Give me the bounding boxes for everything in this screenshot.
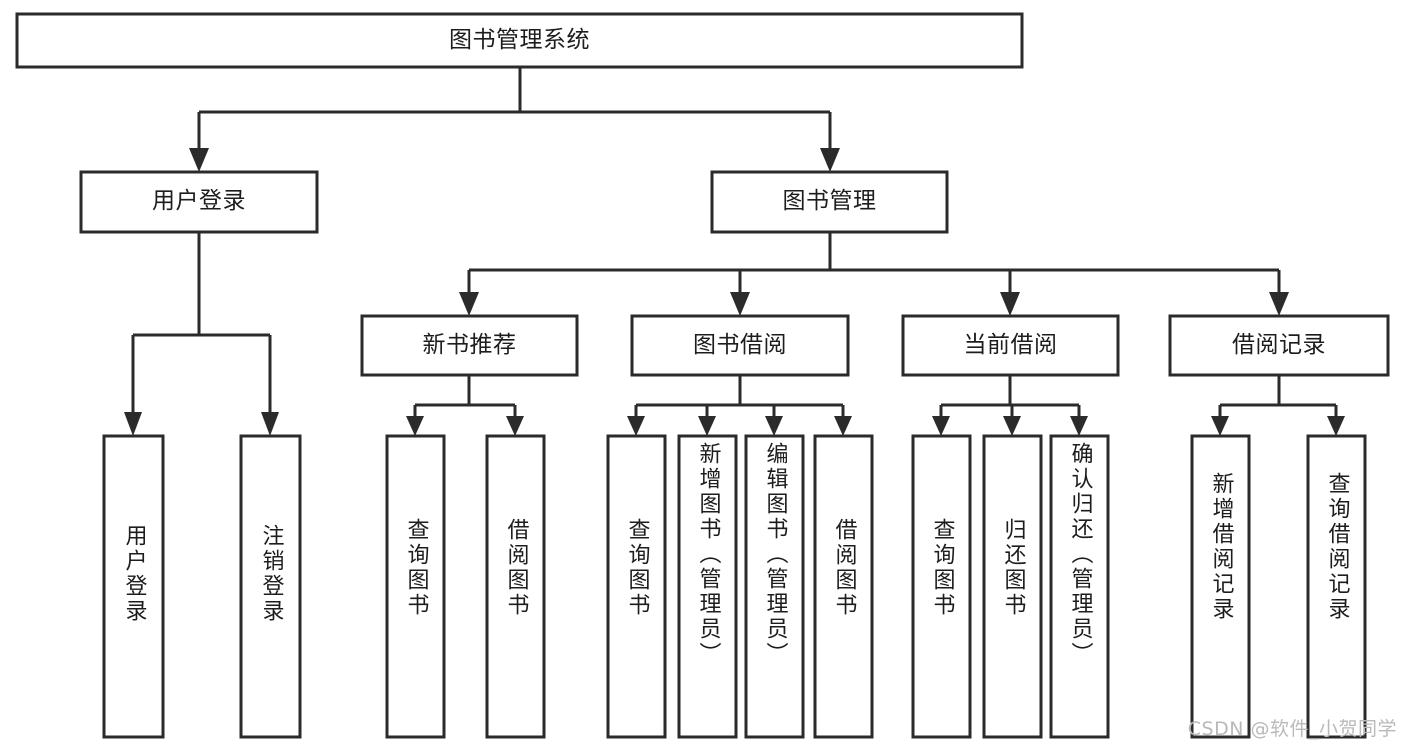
arrowhead-leaf-return-book <box>1003 416 1021 436</box>
node-box-root[interactable] <box>15 12 1024 69</box>
arrowhead-leaf-edit-book-admin <box>765 416 783 436</box>
arrowhead-leaf-borrow-book <box>834 416 852 436</box>
arrowhead-user-login <box>189 148 209 172</box>
node-box-leaf-query-book-current[interactable] <box>911 434 972 739</box>
node-box-user-login[interactable] <box>79 170 319 234</box>
arrowhead-leaf-add-book-admin <box>698 416 716 436</box>
csdn-watermark: CSDN @软件_小贺同学 <box>1187 718 1397 740</box>
node-box-leaf-confirm-return[interactable] <box>1049 434 1110 739</box>
node-box-leaf-query-book-borrow[interactable] <box>606 434 667 739</box>
node-box-leaf-query-book-new[interactable] <box>385 434 446 739</box>
arrowhead-new-book-recommend <box>459 292 479 316</box>
arrowhead-book-management <box>820 148 840 172</box>
node-box-leaf-add-borrow-record[interactable] <box>1190 434 1251 739</box>
node-box-leaf-borrow-book-new[interactable] <box>485 434 546 739</box>
node-box-leaf-edit-book-admin[interactable] <box>744 434 805 739</box>
arrowhead-leaf-query-borrow-record <box>1327 416 1345 436</box>
node-box-leaf-user-logout[interactable] <box>239 434 302 739</box>
arrowhead-leaf-user-login <box>124 412 142 436</box>
node-box-leaf-user-login[interactable] <box>102 434 165 739</box>
node-box-book-management[interactable] <box>710 170 949 234</box>
arrowhead-leaf-query-book-current <box>932 416 950 436</box>
arrowhead-leaf-borrow-book-new <box>506 416 524 436</box>
arrowhead-leaf-user-logout <box>261 412 279 436</box>
node-box-leaf-add-book-admin[interactable] <box>677 434 738 739</box>
arrowhead-leaf-query-book-new <box>406 416 424 436</box>
node-box-current-borrow[interactable] <box>901 314 1120 377</box>
node-box-new-book-recommend[interactable] <box>360 314 579 377</box>
node-box-book-borrow[interactable] <box>630 314 850 377</box>
node-box-leaf-query-borrow-record[interactable] <box>1306 434 1367 739</box>
arrowhead-leaf-add-borrow-record <box>1211 416 1229 436</box>
node-box-leaf-borrow-book[interactable] <box>813 434 874 739</box>
arrowhead-current-borrow <box>1000 292 1020 316</box>
arrowhead-leaf-query-book-borrow <box>627 416 645 436</box>
node-box-borrow-records[interactable] <box>1168 314 1390 377</box>
arrowhead-leaf-confirm-return <box>1070 416 1088 436</box>
arrowhead-borrow-records <box>1269 292 1289 316</box>
node-box-leaf-return-book[interactable] <box>982 434 1043 739</box>
arrowhead-book-borrow <box>730 292 750 316</box>
